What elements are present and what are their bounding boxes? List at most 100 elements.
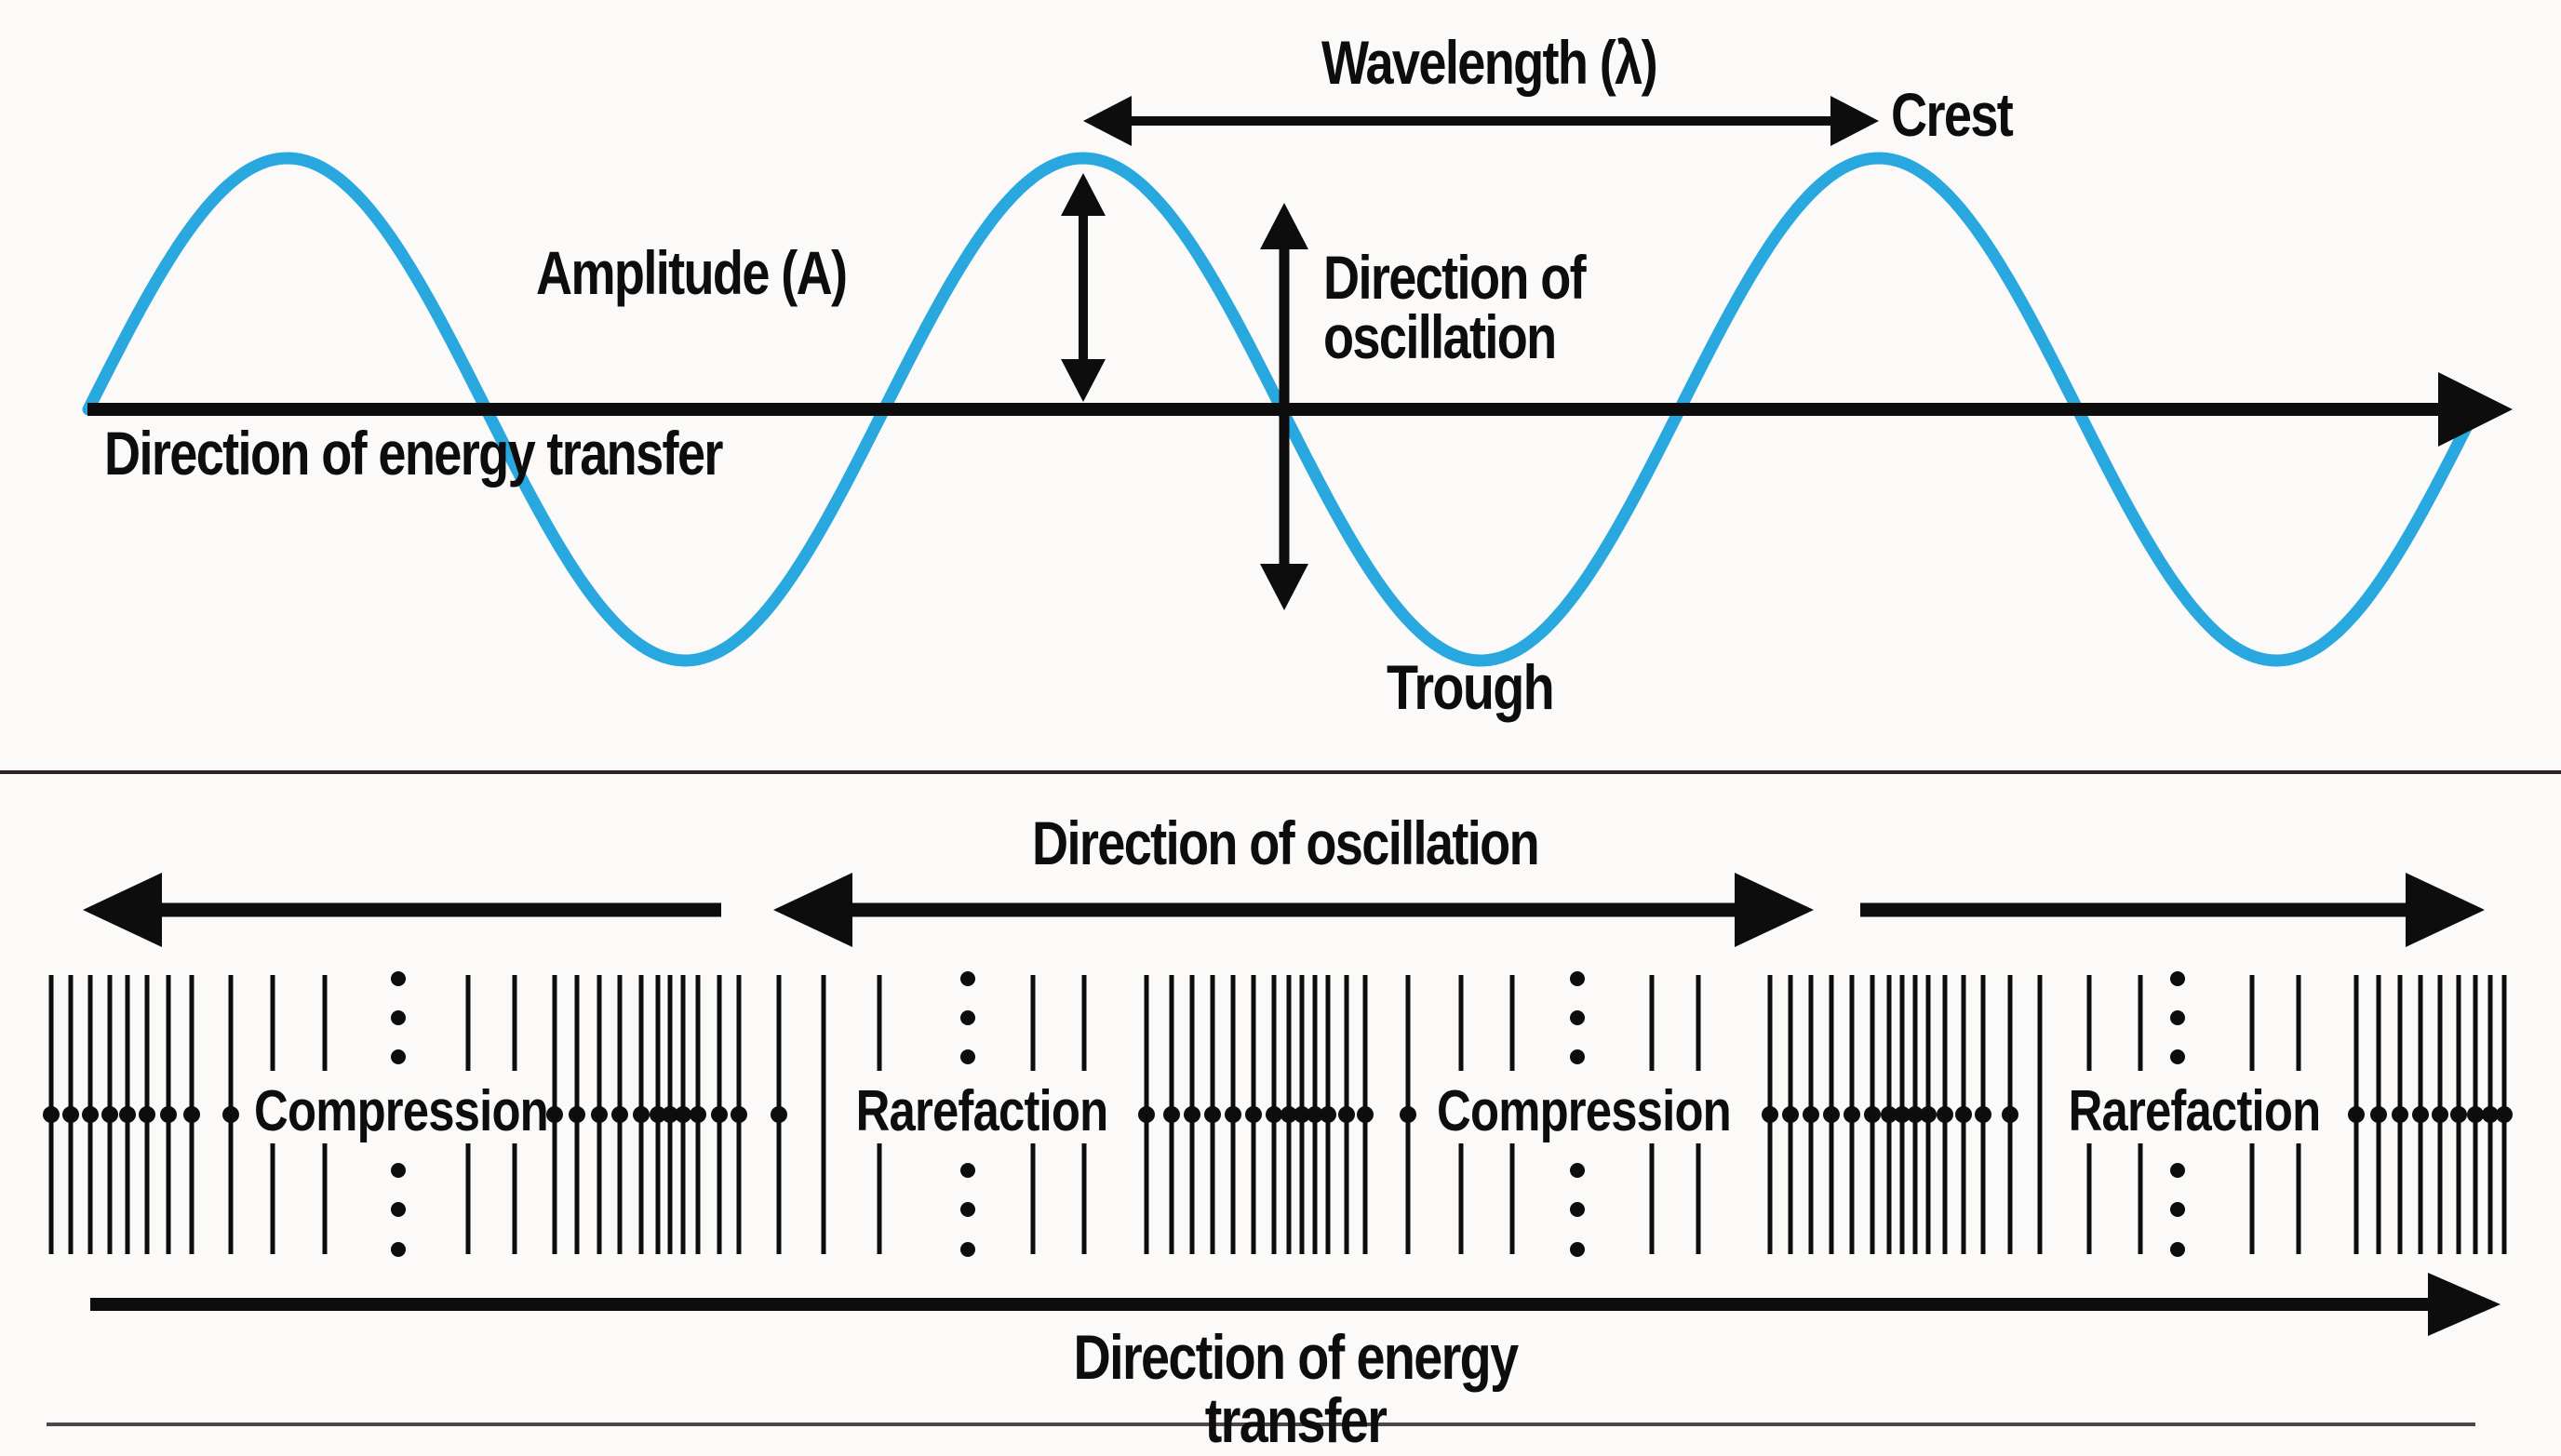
rarefaction-label-2: Rarefaction — [2068, 1079, 2321, 1143]
particle-line-lower — [1696, 1143, 1701, 1254]
particle-dot — [1307, 1106, 1323, 1123]
column-dot — [2170, 1242, 2185, 1257]
particle-dot — [1357, 1106, 1374, 1123]
particle-dot — [2482, 1106, 2499, 1123]
particle-line-lower — [1030, 1143, 1036, 1254]
trough-label: Trough — [1387, 652, 1555, 723]
particle-dot — [2496, 1106, 2513, 1123]
energy-axis-arrow-head-right — [2438, 372, 2513, 447]
column-dot — [2170, 971, 2185, 986]
particle-line-upper — [322, 975, 328, 1071]
amplitude-arrow-head-up — [1061, 173, 1106, 216]
amplitude-arrow-shaft — [1079, 216, 1088, 359]
column-dot — [1570, 1242, 1585, 1257]
particle-line-lower — [270, 1143, 275, 1254]
oscillation-arrow-bottom-2-head-left — [773, 873, 852, 947]
particle-dot — [1782, 1106, 1799, 1123]
particle-dot — [633, 1106, 650, 1123]
particle-dot — [1823, 1106, 1840, 1123]
amplitude-arrow-head-down — [1061, 359, 1106, 402]
particle-line-upper — [877, 975, 882, 1071]
particle-line-upper — [1649, 975, 1655, 1071]
column-dot — [2170, 1049, 2185, 1064]
column-dot — [2170, 1202, 2185, 1217]
column-dot — [391, 1049, 406, 1064]
particle-line-upper — [1081, 975, 1087, 1071]
particle-dot — [2412, 1106, 2429, 1123]
particle-dot — [2002, 1106, 2018, 1123]
particle-dot — [771, 1106, 787, 1123]
column-dot — [391, 1163, 406, 1178]
column-dot — [2170, 1163, 2185, 1178]
particle-line-lower — [2249, 1143, 2255, 1254]
particle-dot — [611, 1106, 628, 1123]
particle-line — [821, 975, 826, 1254]
particle-line-lower — [877, 1143, 882, 1254]
particle-line-upper — [1458, 975, 1464, 1071]
oscillation-arrow-top-head-up — [1260, 203, 1308, 249]
particle-dot — [650, 1106, 666, 1123]
column-dot — [960, 1202, 975, 1217]
compression-label-1: Compression — [254, 1079, 549, 1143]
particle-dot — [1184, 1106, 1200, 1123]
particle-dot — [662, 1106, 678, 1123]
particle-dot — [101, 1106, 118, 1123]
column-dot — [1570, 1049, 1585, 1064]
column-dot — [1570, 1163, 1585, 1178]
particle-dot — [711, 1106, 728, 1123]
column-dot — [1570, 1202, 1585, 1217]
column-dot — [960, 1010, 975, 1025]
wavelength-arrow-head-right — [1830, 96, 1879, 146]
column-dot — [960, 1242, 975, 1257]
energy-axis-arrow-shaft — [87, 403, 2438, 416]
particle-line-upper — [2086, 975, 2092, 1071]
particle-line-upper — [2138, 975, 2143, 1071]
wavelength-label: Wavelength (λ) — [1321, 28, 1658, 97]
particle-dot — [160, 1106, 177, 1123]
particle-line-upper — [1696, 975, 1701, 1071]
particle-dot — [82, 1106, 99, 1123]
particle-line-upper — [512, 975, 517, 1071]
oscillation-arrow-bottom-3-head-right — [2406, 873, 2485, 947]
particle-line-upper — [2296, 975, 2301, 1071]
particle-dot — [183, 1106, 200, 1123]
crest-label: Crest — [1891, 80, 2014, 149]
column-dot — [1570, 1010, 1585, 1025]
column-dot — [391, 1242, 406, 1257]
oscillation-arrow-bottom-2-shaft — [852, 902, 1735, 917]
particle-dot — [1320, 1106, 1336, 1123]
particle-dot — [1937, 1106, 1953, 1123]
direction-of-energy-transfer-label-bottom: Direction of energy transfer — [1073, 1322, 1520, 1456]
particle-line-lower — [512, 1143, 517, 1254]
oscillation-arrow-bottom-1-shaft — [162, 902, 721, 917]
wavelength-arrow-head-left — [1083, 96, 1132, 146]
particle-dot — [1245, 1106, 1262, 1123]
direction-of-oscillation-label-top: Direction of oscillation — [1323, 243, 1587, 371]
particle-line — [2037, 975, 2043, 1254]
particle-line-upper — [465, 975, 471, 1071]
particle-dot — [1907, 1106, 1924, 1123]
particle-line-upper — [1030, 975, 1036, 1071]
energy-arrow-bottom-shaft — [90, 1298, 2428, 1311]
particle-dot — [1138, 1106, 1155, 1123]
particle-dot — [1920, 1106, 1937, 1123]
particle-dot — [690, 1106, 706, 1123]
particle-dot — [2370, 1106, 2387, 1123]
particle-line-lower — [1509, 1143, 1515, 1254]
energy-arrow-bottom-head-right — [2428, 1273, 2501, 1336]
particle-line-lower — [1649, 1143, 1655, 1254]
section-divider-line — [0, 770, 2561, 774]
wavelength-arrow-shaft — [1132, 116, 1830, 126]
oscillation-arrow-bottom-3-shaft — [1860, 902, 2406, 917]
particle-line-lower — [1458, 1143, 1464, 1254]
particle-dot — [2450, 1106, 2467, 1123]
particle-dot — [1955, 1106, 1972, 1123]
column-dot — [960, 1049, 975, 1064]
particle-dot — [546, 1106, 563, 1123]
particle-line-upper — [1509, 975, 1515, 1071]
particle-dot — [1864, 1106, 1881, 1123]
particle-dot — [1338, 1106, 1355, 1123]
particle-dot — [731, 1106, 747, 1123]
particle-dot — [1204, 1106, 1221, 1123]
